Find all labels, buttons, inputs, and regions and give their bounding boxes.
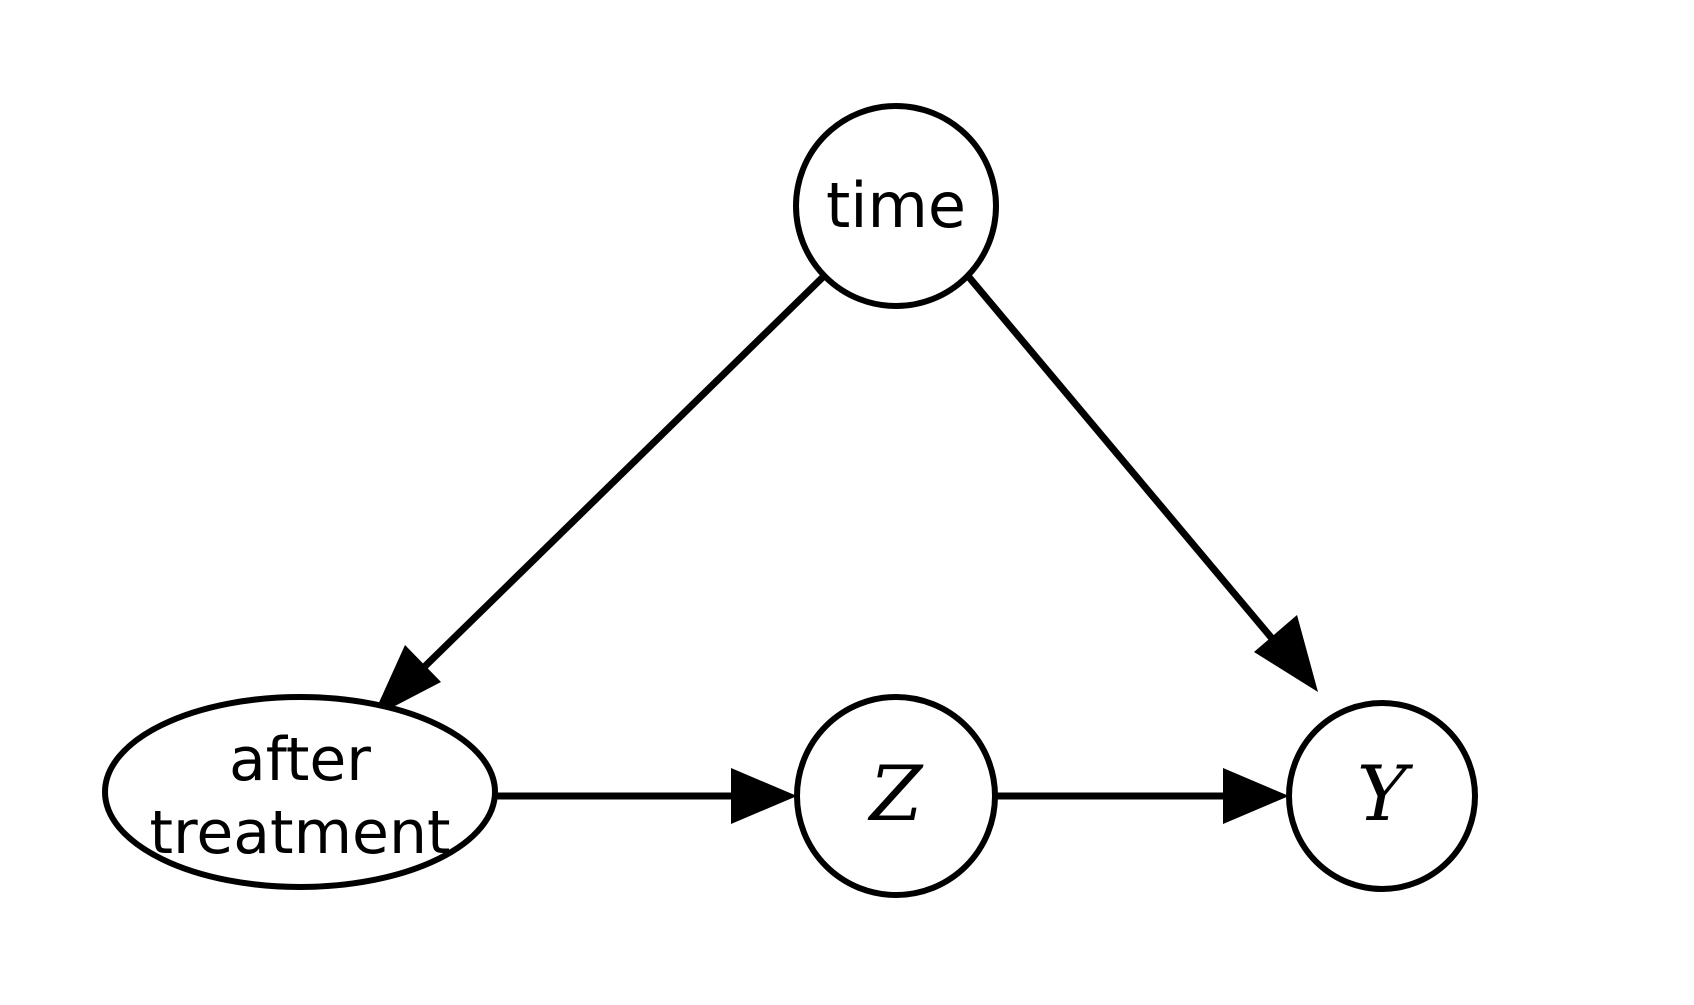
edge-line-time-after-treatment xyxy=(410,273,827,681)
node-after-treatment[interactable]: after treatment xyxy=(102,694,498,890)
node-time-circle[interactable] xyxy=(793,103,999,309)
edge-time-to-Y xyxy=(965,273,1318,692)
edge-time-to-after-treatment xyxy=(372,273,827,718)
edge-line-time-Y xyxy=(965,273,1283,651)
arrowhead-after-treatment-Z xyxy=(731,768,797,824)
node-time[interactable]: time xyxy=(793,103,999,309)
arrowhead-time-after-treatment xyxy=(372,645,441,718)
node-Z-label: Z xyxy=(868,749,924,838)
node-Y-circle[interactable] xyxy=(1286,700,1478,892)
node-after-treatment-label-line2: treatment xyxy=(150,798,451,868)
edge-Z-to-Y xyxy=(995,768,1289,824)
arrowhead-time-Y xyxy=(1254,615,1318,692)
node-time-label: time xyxy=(826,169,966,242)
node-Y[interactable]: Y xyxy=(1286,700,1478,892)
node-after-treatment-label-line1: after xyxy=(229,725,371,795)
edge-after-treatment-to-Z xyxy=(495,768,797,824)
node-after-treatment-ellipse[interactable] xyxy=(102,694,498,890)
node-Z-circle[interactable] xyxy=(794,694,998,898)
arrowhead-Z-Y xyxy=(1223,768,1289,824)
node-Z[interactable]: Z xyxy=(794,694,998,898)
node-Y-label: Y xyxy=(1357,749,1414,838)
